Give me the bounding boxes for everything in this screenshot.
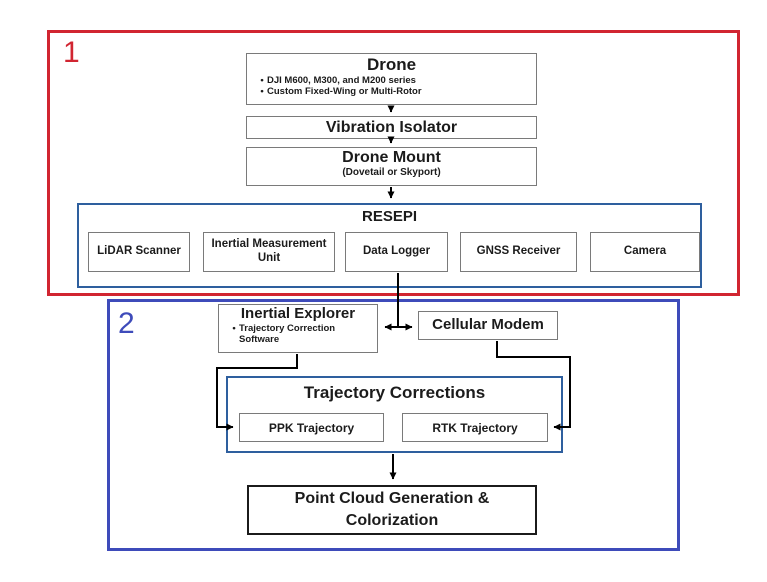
- section1-frame: [47, 30, 740, 296]
- inertial-explorer-bullets: • Trajectory Correction Software: [219, 323, 377, 347]
- rtk-trajectory-node: RTK Trajectory: [402, 413, 548, 442]
- inertial-explorer-bullet-1: • Trajectory Correction Software: [229, 323, 373, 347]
- drone-node: Drone • DJI M600, M300, and M200 series …: [246, 53, 537, 105]
- drone-bullet-2: • Custom Fixed-Wing or Multi-Rotor: [257, 86, 532, 98]
- inertial-explorer-bullet-1-text: Trajectory Correction Software: [239, 322, 336, 346]
- drone-bullet-2-text: Custom Fixed-Wing or Multi-Rotor: [267, 86, 422, 98]
- cellular-modem-node: Cellular Modem: [418, 311, 558, 340]
- resepi-title: RESEPI: [361, 208, 418, 225]
- bullet-dot-icon: •: [260, 86, 264, 98]
- trajectory-corrections-title: Trajectory Corrections: [303, 383, 486, 402]
- drone-title: Drone: [366, 55, 417, 74]
- imu-node: Inertial Measurement Unit: [203, 232, 335, 272]
- section2-label: 2: [118, 307, 135, 340]
- camera-node: Camera: [590, 232, 700, 272]
- ppk-trajectory-node: PPK Trajectory: [239, 413, 384, 442]
- lidar-scanner-node: LiDAR Scanner: [88, 232, 190, 272]
- section2-frame: [107, 299, 680, 551]
- drone-bullet-1-text: DJI M600, M300, and M200 series: [267, 74, 416, 86]
- drone-mount-node: Drone Mount (Dovetail or Skyport): [246, 147, 537, 186]
- drone-bullet-1: • DJI M600, M300, and M200 series: [257, 75, 532, 87]
- inertial-explorer-title: Inertial Explorer: [240, 305, 356, 322]
- drone-mount-title: Drone Mount: [342, 149, 441, 166]
- bullet-dot-icon: •: [260, 74, 264, 86]
- inertial-explorer-node: Inertial Explorer • Trajectory Correctio…: [218, 304, 378, 353]
- drone-mount-subtitle: (Dovetail or Skyport): [342, 166, 441, 178]
- drone-bullets: • DJI M600, M300, and M200 series • Cust…: [247, 75, 536, 99]
- point-cloud-node: Point Cloud Generation & Colorization: [247, 485, 537, 535]
- data-logger-node: Data Logger: [345, 232, 448, 272]
- section1-label: 1: [63, 36, 80, 69]
- bullet-dot-icon: •: [232, 322, 236, 334]
- vibration-isolator-node: Vibration Isolator: [246, 116, 537, 139]
- gnss-receiver-node: GNSS Receiver: [460, 232, 577, 272]
